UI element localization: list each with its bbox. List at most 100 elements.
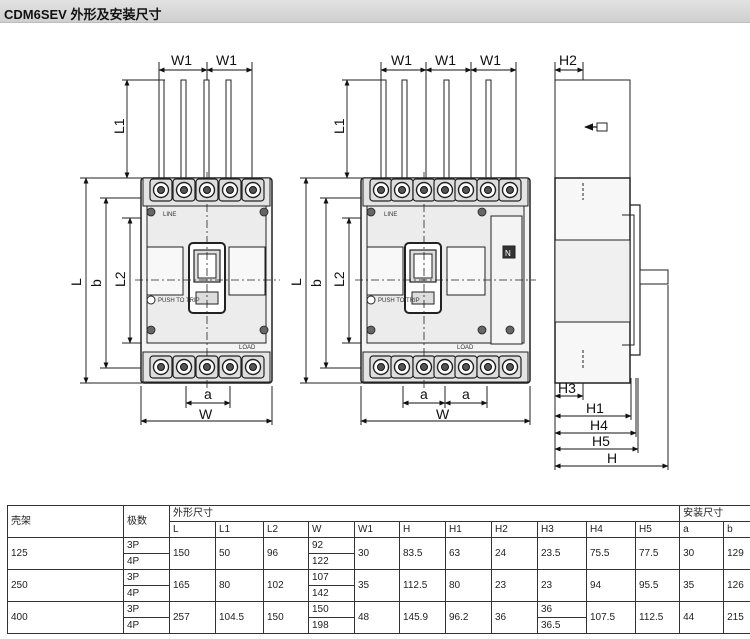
dim-w1-d: W1 bbox=[435, 52, 456, 68]
col-header: H bbox=[399, 521, 446, 538]
cell-h5: 112.5 bbox=[634, 601, 681, 634]
cell-h2: 36 bbox=[491, 601, 538, 634]
dim-l1-4p: L1 bbox=[331, 118, 347, 134]
cell-w-3p: 107 bbox=[312, 572, 329, 583]
page-title: CDM6SEV 外形及安装尺寸 bbox=[4, 7, 162, 22]
cell-w-4p: 142 bbox=[309, 585, 354, 601]
dim-w1-c: W1 bbox=[391, 52, 412, 68]
dimension-table: 壳架 极数 外形尺寸 安装尺寸 L L1 L2 W W1 H H1 H2 H3 … bbox=[7, 505, 750, 634]
table-header-row-1: 壳架 极数 外形尺寸 安装尺寸 bbox=[7, 505, 750, 538]
cell-w-4p: 198 bbox=[309, 617, 354, 633]
cell-h2: 23 bbox=[491, 569, 538, 602]
n-pole-marker: N bbox=[505, 249, 511, 258]
cell-pole-3p: 3P bbox=[127, 572, 140, 583]
dim-h4: H4 bbox=[590, 417, 608, 433]
col-header: H2 bbox=[491, 521, 538, 538]
line-label-3p: LINE bbox=[163, 212, 176, 218]
cell-h: 112.5 bbox=[399, 569, 446, 602]
cell-l1: 80 bbox=[215, 569, 264, 602]
cell-h5: 77.5 bbox=[634, 537, 681, 570]
cell-a: 30 bbox=[679, 537, 725, 570]
dim-h3: H3 bbox=[558, 380, 576, 396]
front-view-3p bbox=[80, 62, 280, 425]
cell-h4: 75.5 bbox=[586, 537, 636, 570]
cell-frame: 125 bbox=[7, 537, 124, 570]
cell-pole-4p: 4P bbox=[124, 585, 169, 601]
dimension-drawing: LINE LOAD PUSH TO TRIP W1 W1 L1 L b L2 a… bbox=[68, 52, 669, 470]
cell-h3: 36 36.5 bbox=[537, 601, 587, 634]
cell-b: 215 bbox=[723, 601, 750, 634]
front-view-4p bbox=[300, 62, 536, 425]
cell-h3-4p: 36.5 bbox=[538, 617, 586, 633]
dim-l1-3p: L1 bbox=[111, 118, 127, 134]
frame-header: 壳架 bbox=[7, 505, 124, 538]
cell-h3: 23 bbox=[537, 569, 587, 602]
dim-h2: H2 bbox=[559, 52, 577, 68]
cell-pole-3p: 3P bbox=[127, 540, 140, 551]
col-header: H4 bbox=[586, 521, 636, 538]
side-view bbox=[554, 62, 669, 470]
cell-a: 44 bbox=[679, 601, 725, 634]
dim-a-4p-left: a bbox=[420, 386, 428, 402]
cell-l1: 104.5 bbox=[215, 601, 264, 634]
cell-b: 126 bbox=[723, 569, 750, 602]
cell-h4: 94 bbox=[586, 569, 636, 602]
cell-b: 129 bbox=[723, 537, 750, 570]
col-header: L2 bbox=[263, 521, 309, 538]
cell-l1: 50 bbox=[215, 537, 264, 570]
cell-h1: 96.2 bbox=[445, 601, 492, 634]
col-header: L bbox=[169, 521, 216, 538]
cell-h1: 63 bbox=[445, 537, 492, 570]
cell-l: 257 bbox=[169, 601, 216, 634]
col-header: H5 bbox=[634, 521, 681, 538]
cell-w-3p: 92 bbox=[312, 540, 324, 551]
col-header: L1 bbox=[215, 521, 264, 538]
col-header: W1 bbox=[354, 521, 400, 538]
dim-b-3p: b bbox=[88, 279, 104, 287]
cell-h: 145.9 bbox=[399, 601, 446, 634]
dim-w1-a: W1 bbox=[171, 52, 192, 68]
load-label-4p: LOAD bbox=[457, 345, 474, 351]
cell-l2: 102 bbox=[263, 569, 309, 602]
cell-frame: 250 bbox=[7, 569, 124, 602]
dim-a-4p-right: a bbox=[462, 386, 470, 402]
cell-l2: 150 bbox=[263, 601, 309, 634]
title-bar: CDM6SEV 外形及安装尺寸 bbox=[0, 0, 750, 23]
cell-w-4p: 122 bbox=[309, 553, 354, 569]
line-label-4p: LINE bbox=[384, 212, 397, 218]
cell-h3: 23.5 bbox=[537, 537, 587, 570]
cell-pole-4p: 4P bbox=[124, 617, 169, 633]
cell-l: 165 bbox=[169, 569, 216, 602]
cell-w1: 30 bbox=[354, 537, 400, 570]
col-header: W bbox=[308, 521, 355, 538]
dim-a-3p: a bbox=[204, 386, 212, 402]
push-to-trip-label-3p: PUSH TO TRIP bbox=[158, 298, 200, 304]
cell-w-3p: 150 bbox=[312, 604, 329, 615]
cell-w1: 35 bbox=[354, 569, 400, 602]
dim-w-3p: W bbox=[199, 406, 213, 422]
poles-header: 极数 bbox=[123, 505, 170, 538]
dim-w1-e: W1 bbox=[480, 52, 501, 68]
dim-l-4p: L bbox=[288, 278, 304, 286]
cell-h1: 80 bbox=[445, 569, 492, 602]
cell-a: 35 bbox=[679, 569, 725, 602]
cell-pole-3p: 3P bbox=[127, 604, 140, 615]
dim-l2-3p: L2 bbox=[112, 271, 128, 287]
outline-header: 外形尺寸 bbox=[168, 505, 681, 522]
col-header: H1 bbox=[445, 521, 492, 538]
cell-pole-4p: 4P bbox=[124, 553, 169, 569]
cell-w1: 48 bbox=[354, 601, 400, 634]
table-header-row-2: L L1 L2 W W1 H H1 H2 H3 H4 H5 a b bbox=[8, 521, 750, 538]
dim-h1: H1 bbox=[586, 400, 604, 416]
dim-w-4p: W bbox=[436, 406, 450, 422]
cell-h3-3p: 36 bbox=[541, 604, 553, 615]
cell-h5: 95.5 bbox=[634, 569, 681, 602]
col-header: a bbox=[679, 521, 725, 538]
